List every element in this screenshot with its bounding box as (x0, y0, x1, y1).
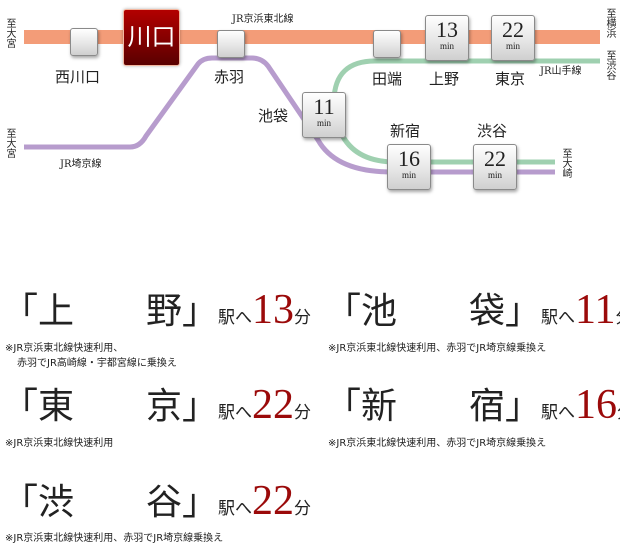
to-omiya-top-label: 至大宮 (4, 18, 15, 48)
access-unit: 分 (294, 499, 312, 519)
station-marker-akabane (217, 30, 245, 58)
to-osaki-label: 至大崎 (560, 148, 571, 178)
access-to: 駅へ (218, 403, 253, 423)
station-label-akabane: 赤羽 (214, 68, 245, 86)
station-label-ueno: 上野 (429, 70, 460, 88)
access-minutes: 13 (252, 287, 295, 333)
station-marker-nishikawaguchi (70, 28, 98, 56)
access-note: ※JR京浜東北線快速利用 (5, 438, 114, 449)
saikyo-line (24, 55, 555, 175)
access-note: ※JR京浜東北線快速利用、赤羽でJR埼京線乗換え (328, 438, 547, 449)
access-to: 駅へ (541, 403, 576, 423)
station-label-nishikawaguchi: 西川口 (55, 68, 101, 86)
yamanote-line-label: JR山手線 (540, 66, 582, 77)
station-label-shinjuku: 新宿 (390, 122, 421, 140)
to-yokohama-label: 至横浜 (604, 8, 615, 38)
station-marker-tabata (373, 30, 401, 58)
time-unit: min (401, 170, 416, 180)
access-to: 駅へ (218, 308, 253, 328)
station-label-tokyo: 東京 (495, 70, 526, 88)
access-ueno: 「上 野」駅へ13分 (2, 282, 311, 334)
access-minutes: 22 (252, 382, 295, 428)
access-unit: 分 (617, 403, 620, 423)
station-label-tabata: 田端 (372, 70, 403, 88)
to-omiya-bottom-label: 至大宮 (4, 128, 15, 158)
access-to: 駅へ (218, 499, 253, 519)
access-tokyo: 「東 京」駅へ22分 (2, 377, 311, 429)
access-station: 「渋 谷」 (2, 482, 219, 522)
time-unit: min (439, 41, 454, 51)
time-unit: min (505, 41, 520, 51)
access-minutes: 16 (575, 382, 618, 428)
time-value: 22 (484, 146, 506, 171)
access-station: 「上 野」 (2, 291, 219, 331)
access-station: 「新 宿」 (325, 386, 542, 426)
to-shibuya-label: 至渋谷 (604, 50, 615, 80)
access-unit: 分 (294, 403, 312, 423)
saikyo-line-label: JR埼京線 (60, 159, 102, 170)
current-station-kawaguchi: 川口 (123, 9, 180, 66)
access-unit: 分 (615, 308, 620, 328)
access-note: 赤羽でJR高崎線・宇都宮線に乗換え (17, 358, 177, 369)
access-note: ※JR京浜東北線快速利用、赤羽でJR埼京線乗換え (328, 343, 547, 354)
access-station: 「東 京」 (2, 386, 219, 426)
time-value: 16 (398, 146, 420, 171)
keihin-line-label: JR京浜東北線 (232, 14, 294, 25)
time-value: 13 (436, 17, 458, 42)
access-unit: 分 (294, 308, 312, 328)
time-value: 22 (502, 17, 524, 42)
access-shinjuku: 「新 宿」駅へ16分 (325, 377, 620, 429)
access-minutes: 11 (575, 287, 616, 333)
time-unit: min (316, 118, 331, 128)
station-label-shibuya: 渋谷 (477, 122, 508, 140)
access-note: ※JR京浜東北線快速利用、 (5, 343, 124, 354)
station-label-ikebukuro: 池袋 (258, 107, 289, 125)
access-note: ※JR京浜東北線快速利用、赤羽でJR埼京線乗換え (5, 533, 224, 544)
access-minutes: 22 (252, 478, 295, 524)
access-station: 「池 袋」 (325, 291, 542, 331)
time-value: 11 (313, 94, 335, 119)
access-to: 駅へ (541, 308, 576, 328)
time-unit: min (487, 170, 502, 180)
access-shibuya: 「渋 谷」駅へ22分 (2, 473, 311, 525)
access-ikebukuro: 「池 袋」駅へ11分 (325, 282, 620, 334)
